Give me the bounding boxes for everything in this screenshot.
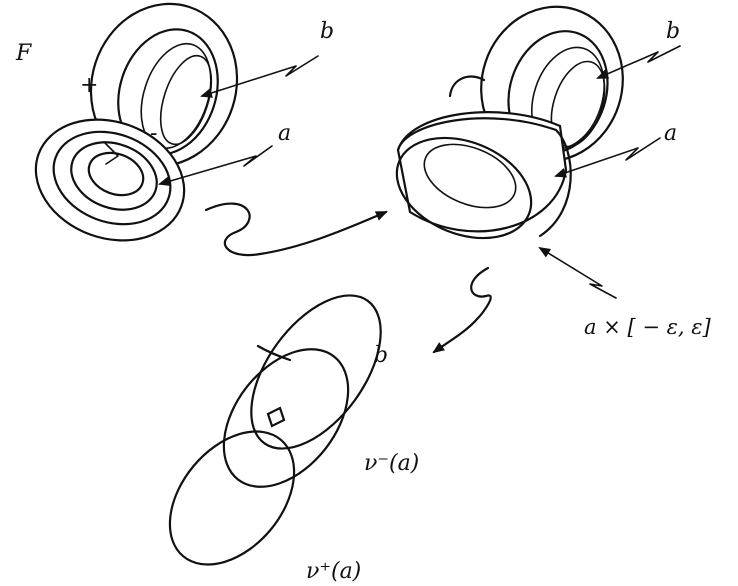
pointer-thickened <box>538 246 617 299</box>
a-band <box>34 118 186 242</box>
minus-sign: - <box>150 121 157 146</box>
surface-bump <box>448 75 486 98</box>
curve-label-a-top-left: a <box>278 121 291 146</box>
thickened-label: a × [ − ε, ε] <box>584 315 711 339</box>
curve-nu-minus <box>222 348 350 488</box>
transition-arrow-right <box>204 202 388 257</box>
curve-label-a-top-right: a <box>664 121 677 146</box>
nu-minus-label: ν⁻(a) <box>364 451 419 476</box>
thickened-figure: b a a × [ − ε, ε] <box>395 5 711 339</box>
curve-nu-plus <box>168 430 296 566</box>
pointer-b-top-right <box>596 45 681 79</box>
curve-label-b-top-right: b <box>666 19 680 44</box>
curve-label-b-top-left: b <box>320 19 334 44</box>
transition-arrow-down <box>432 266 492 354</box>
linked-curves-figure: b ν⁻(a) ν⁺(a) <box>168 294 419 584</box>
plus-sign: + <box>80 73 98 98</box>
pointer-b-top-left <box>200 55 319 98</box>
pointer-a-top-right <box>554 137 661 178</box>
surface-label-f: F <box>15 41 32 66</box>
cylinder <box>395 111 572 240</box>
surface-f-figure: F + - b a <box>15 2 334 242</box>
nu-plus-label: ν⁺(a) <box>306 559 361 584</box>
curve-b <box>250 294 382 450</box>
pointer-a-top-left <box>158 145 273 186</box>
curve-label-b-bottom: b <box>374 343 388 368</box>
